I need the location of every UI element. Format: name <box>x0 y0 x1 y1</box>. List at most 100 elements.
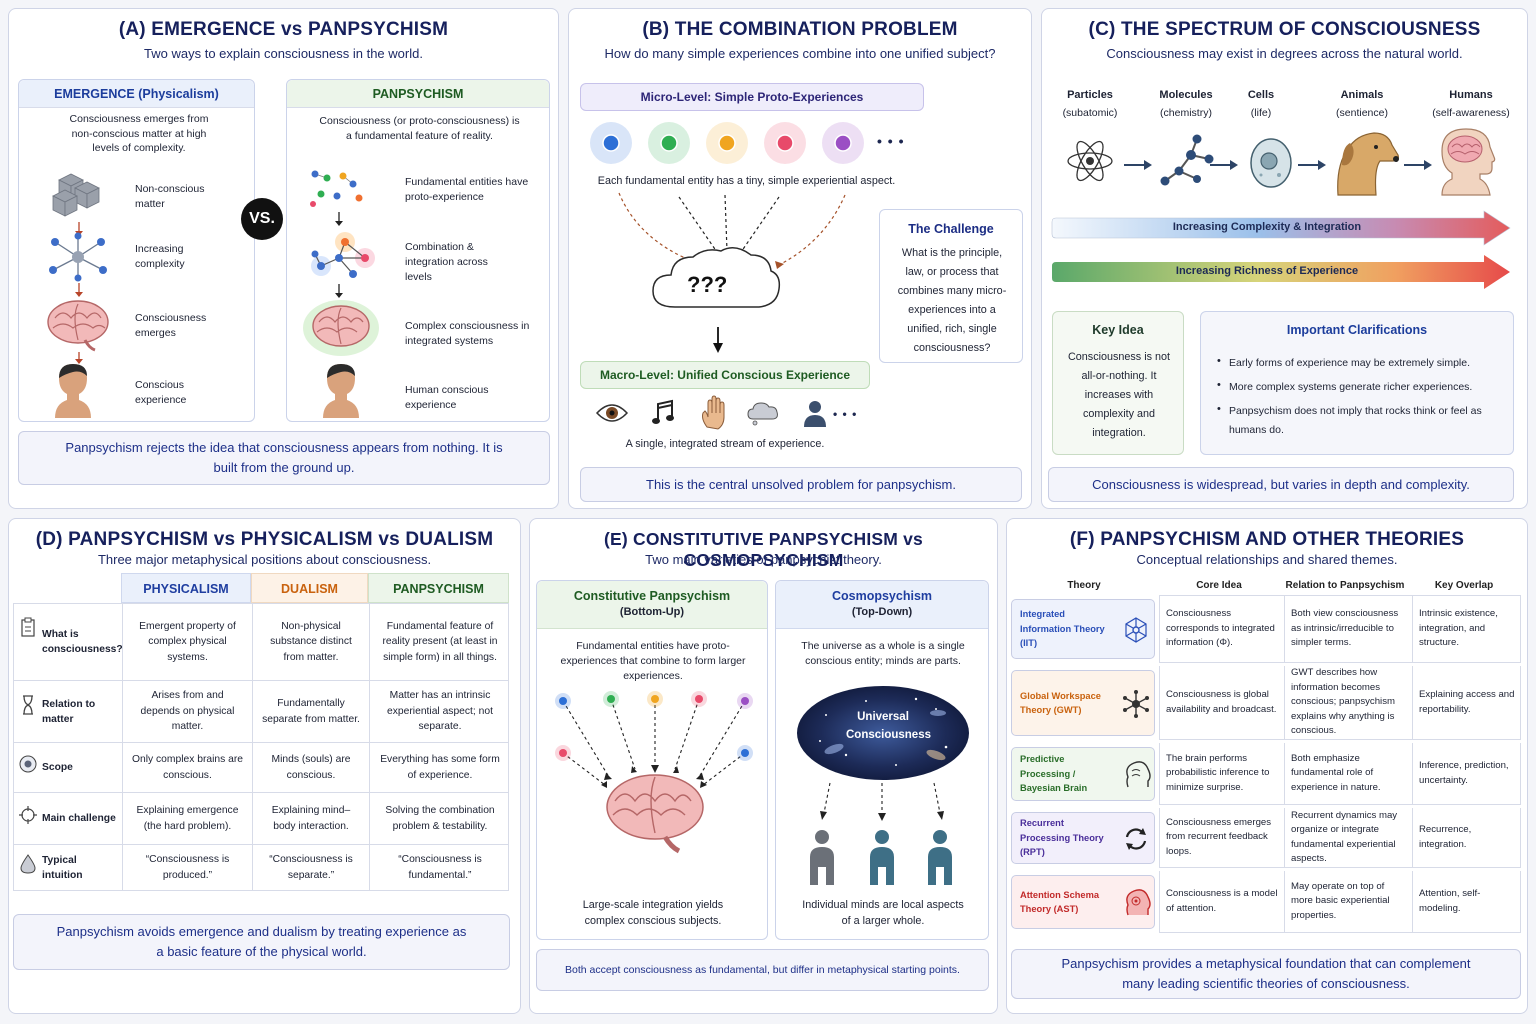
core-idea-cell: Consciousness is a model of attention. <box>1166 888 1278 914</box>
panel-d-subtitle: Three major metaphysical positions about… <box>97 552 432 567</box>
theory-chip: Predictive Processing / Bayesian Brain <box>1011 747 1155 801</box>
emergence-step-4: Conscious experience <box>135 379 187 406</box>
clarification-item: More complex systems generate richer exp… <box>1229 381 1473 393</box>
constitutive-description: Fundamental entities have proto-experien… <box>560 640 746 682</box>
panel-c-title: (C) THE SPECTRUM OF CONSCIOUSNESS <box>1088 19 1481 40</box>
down-arrow <box>335 284 343 298</box>
table-cell: Everything has some form of experience. <box>369 743 510 792</box>
row-label: Relation to matter <box>42 698 96 725</box>
panel-a-footer: Panpsychism rejects the idea that consci… <box>18 431 550 485</box>
relation-cell: Both view consciousness as intrinsic/irr… <box>1284 596 1412 662</box>
question-cloud <box>652 247 781 308</box>
macro-ellipsis: • • • <box>833 407 858 421</box>
table-cell: “Consciousness is fundamental.” <box>369 845 510 890</box>
constitutive-footer: Large-scale integration yields complex c… <box>582 899 724 927</box>
human-head-icon <box>55 364 91 418</box>
macro-level-label: Macro-Level: Unified Conscious Experienc… <box>580 361 870 389</box>
cycle-arrows-icon <box>1125 828 1147 850</box>
scattered-particles-icon <box>310 170 363 207</box>
spectrum-level-name: Molecules <box>1159 89 1213 101</box>
table-cell: Fundamentally separate from matter. <box>252 681 369 742</box>
hub-icon <box>1123 690 1149 718</box>
relation-cell: GWT describes how information becomes co… <box>1284 666 1412 739</box>
richness-arrow <box>1052 255 1510 289</box>
proto-experience-orb <box>718 134 736 152</box>
attention-head-icon <box>1126 889 1151 916</box>
overlap-cell: Attention, self-modeling. <box>1412 871 1522 932</box>
table-cell: Explaining mind–body interaction. <box>252 793 369 844</box>
music-note-icon <box>652 399 674 424</box>
eye-icon <box>595 404 629 422</box>
progression-arrows <box>1124 160 1432 170</box>
panel-e-footer: Both accept consciousness as fundamental… <box>536 949 989 991</box>
cubes-icon <box>52 173 100 217</box>
overlap-cell: Recurrence, integration. <box>1412 808 1522 867</box>
overlap-cell: Inference, prediction, uncertainty. <box>1412 743 1522 804</box>
challenge-box: The Challenge What is the principle, law… <box>879 209 1023 363</box>
human-brain-head-icon <box>1441 128 1496 196</box>
table-cell: Fundamental feature of reality present (… <box>369 604 510 680</box>
theory-name: Attention Schema Theory (AST) <box>1020 889 1100 915</box>
thought-cloud-icon <box>747 402 778 426</box>
panel-spectrum-of-consciousness: (C) THE SPECTRUM OF CONSCIOUSNESS Consci… <box>1041 8 1528 509</box>
person-icons <box>810 830 952 885</box>
theory-chip: Integrated Information Theory (IIT) <box>1011 599 1155 659</box>
head-brain-icon <box>1126 761 1151 788</box>
emergence-step-1: Non-conscious matter <box>135 183 205 210</box>
core-idea-cell: Consciousness corresponds to integrated … <box>1166 608 1275 649</box>
theories-column-header: Key Overlap <box>1434 580 1494 591</box>
richness-arrow-label: Increasing Richness of Experience <box>1175 265 1359 277</box>
proto-experience-orb <box>660 134 678 152</box>
table-cell: Matter has an intrinsic experiential asp… <box>369 681 510 742</box>
universe-label: Universal Consciousness <box>846 711 931 741</box>
table-cell: Only complex brains are conscious. <box>122 743 252 792</box>
down-arrow <box>75 283 83 297</box>
key-idea-text: Consciousness is not all-or-nothing. It … <box>1067 351 1171 439</box>
panel-positions-comparison: (D) PANPSYCHISM vs PHYSICALISM vs DUALIS… <box>8 518 521 1014</box>
table-cell: Minds (souls) are conscious. <box>252 743 369 792</box>
clarifications-header: Important Clarifications <box>1286 323 1428 337</box>
challenge-header: The Challenge <box>908 222 994 236</box>
droplet-icon <box>20 854 36 874</box>
core-idea-cell: Consciousness emerges from recurrent fee… <box>1166 816 1272 857</box>
down-arrow <box>75 352 83 364</box>
spectrum-level-name: Animals <box>1340 89 1384 101</box>
universe-ellipse <box>797 686 969 780</box>
proto-experience-orb <box>776 134 794 152</box>
theories-column-header: Theory <box>1067 580 1101 591</box>
relation-cell: Both emphasize fundamental role of exper… <box>1284 743 1412 804</box>
panpsychism-step-1: Fundamental entities have proto-experien… <box>405 176 529 203</box>
row-label: What is consciousness? <box>42 629 123 655</box>
integrated-network-icon <box>311 232 375 278</box>
row-label: Scope <box>42 762 73 773</box>
cosmopsychism-description: The universe as a whole is a single cons… <box>801 640 965 667</box>
panel-d-footer: Panpsychism avoids emergence and dualism… <box>13 914 510 970</box>
col-header-physicalism: PHYSICALISM <box>121 573 251 603</box>
theory-name: Global Workspace Theory (GWT) <box>1020 690 1101 716</box>
theories-column-header: Relation to Panpsychism <box>1285 580 1405 591</box>
brain-icon <box>47 300 109 352</box>
panel-a-title: (A) EMERGENCE vs PANPSYCHISM <box>118 19 449 40</box>
theory-name: Predictive Processing / Bayesian Brain <box>1020 754 1088 794</box>
clarification-bullet: • <box>1217 379 1221 391</box>
panel-f-title: (F) PANPSYCHISM AND OTHER THEORIES <box>1069 529 1465 550</box>
hand-icon <box>702 395 725 430</box>
crosshair-icon <box>19 806 37 824</box>
complexity-arrow <box>1051 210 1511 246</box>
panel-e-title: (E) CONSTITUTIVE PANPSYCHISM vs COSMOPSY… <box>604 529 923 570</box>
panel-combination-problem: (B) THE COMBINATION PROBLEM How do many … <box>568 8 1032 509</box>
emergence-step-2: Increasing complexity <box>135 243 185 270</box>
emergence-description: Consciousness emerges from non-conscious… <box>69 113 209 154</box>
theory-name: Integrated Information Theory (IIT) <box>1020 609 1105 649</box>
panpsychism-step-2: Combination & integration across levels <box>405 241 488 283</box>
cell-icon <box>1250 138 1292 188</box>
relation-cell: May operate on top of more basic experie… <box>1284 871 1412 932</box>
panel-b-subtitle: How do many simple experiences combine i… <box>604 46 996 61</box>
micro-level-label: Micro-Level: Simple Proto-Experiences <box>580 83 924 111</box>
key-idea-header: Key Idea <box>1092 323 1144 337</box>
table-cell: Solving the combination problem & testab… <box>369 793 510 844</box>
micro-ellipsis: • • • <box>877 133 905 149</box>
theory-row: Consciousness corresponds to integrated … <box>1159 595 1521 663</box>
